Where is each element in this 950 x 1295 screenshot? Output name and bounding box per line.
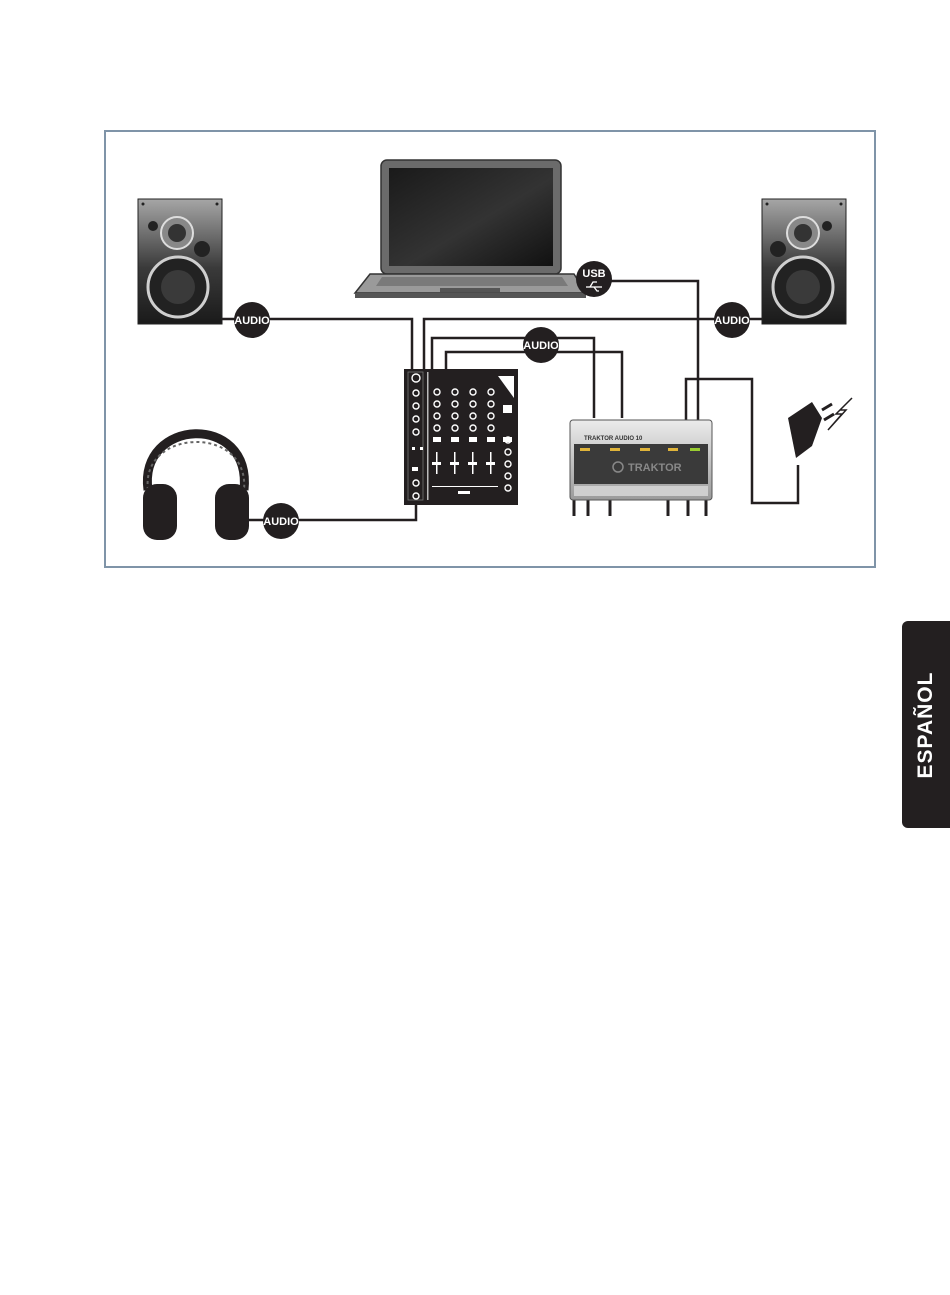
audio-badge-right: AUDIO [714,302,750,338]
audio-badge-interface: AUDIO [523,327,559,363]
language-tab-label: ESPAÑOL [914,671,938,778]
interface-brand-front: TRAKTOR [628,462,682,474]
interface-brand-top: TRAKTOR AUDIO 10 [584,436,643,442]
svg-text:USB: USB [582,268,605,280]
speaker-right [762,199,846,324]
headphones [143,434,249,540]
audio-interface: TRAKTOR AUDIO 10 TRAKTOR [570,420,712,516]
power-adapter [788,398,852,458]
language-tab: ESPAÑOL [902,621,950,828]
audio-badge-headphones: AUDIO [263,503,299,539]
speaker-left [138,199,222,324]
audio-badge-left: AUDIO [234,302,270,338]
svg-text:AUDIO: AUDIO [234,315,270,327]
usb-badge: USB [576,261,612,297]
connection-diagram: TRAKTOR AUDIO 10 TRAKTOR AUDIO AUDIO AUD… [0,0,950,600]
svg-text:AUDIO: AUDIO [523,340,559,352]
laptop [355,160,586,298]
dj-mixer [404,369,518,505]
svg-text:AUDIO: AUDIO [263,516,299,528]
svg-text:AUDIO: AUDIO [714,315,750,327]
